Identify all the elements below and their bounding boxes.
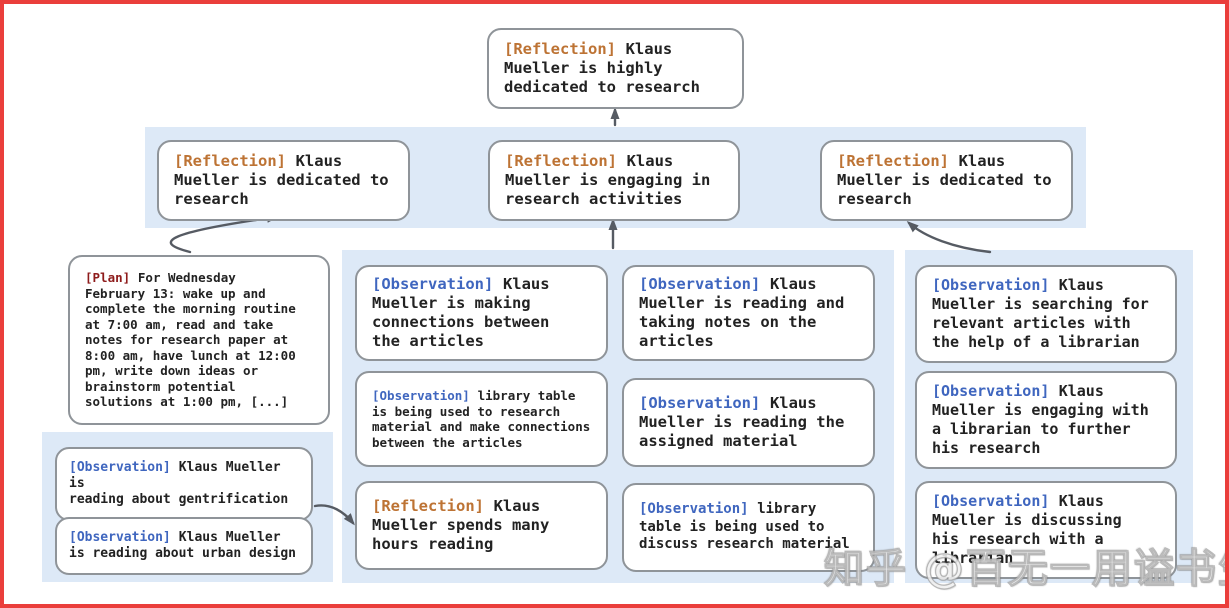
node-text: Klaus Mueller is dedicated to research — [837, 152, 1052, 208]
node-observation-b1: [Observation]Klaus Mueller is reading an… — [622, 265, 875, 361]
node-text: For Wednesday February 13: wake up and c… — [85, 270, 296, 409]
node-text: Klaus Mueller is reading about urban des… — [69, 530, 296, 561]
observation-tag: [Observation] — [639, 275, 761, 293]
node-text: Klaus Mueller is engaging with a librari… — [932, 382, 1149, 457]
node-reflection-l2a: [Reflection]Klaus Mueller is dedicated t… — [157, 140, 410, 221]
observation-tag: [Observation] — [932, 382, 1050, 400]
node-text: library table is being used to discuss r… — [639, 501, 850, 552]
node-observation-a2: [Observation]library table is being used… — [355, 371, 608, 467]
observation-tag: [Observation] — [639, 394, 761, 412]
node-text: Klaus Mueller is reading and taking note… — [639, 275, 845, 350]
node-reflection-a3: [Reflection]Klaus Mueller spends many ho… — [355, 481, 608, 570]
reflection-tag: [Reflection] — [504, 40, 616, 58]
node-plan: [Plan]For Wednesday February 13: wake up… — [68, 255, 330, 425]
node-text: Klaus Mueller is discussing his research… — [932, 492, 1122, 567]
node-observation-c3: [Observation]Klaus Mueller is discussing… — [915, 481, 1177, 579]
observation-tag: [Observation] — [69, 460, 171, 475]
node-text: Klaus Mueller is engaging in research ac… — [505, 152, 711, 208]
observation-tag: [Observation] — [932, 276, 1050, 294]
reflection-tag: [Reflection] — [505, 152, 617, 170]
node-text: Klaus Mueller is searching for relevant … — [932, 276, 1149, 351]
node-observation-gentrification: [Observation]Klaus Mueller is reading ab… — [55, 447, 313, 521]
observation-tag: [Observation] — [932, 492, 1050, 510]
reflection-tag: [Reflection] — [837, 152, 949, 170]
observation-tag: [Observation] — [69, 530, 171, 545]
reflection-tag: [Reflection] — [372, 497, 484, 515]
node-observation-c2: [Observation]Klaus Mueller is engaging w… — [915, 371, 1177, 469]
reflection-tag: [Reflection] — [174, 152, 286, 170]
node-text: Klaus Mueller spends many hours reading — [372, 497, 550, 553]
observation-tag: [Observation] — [372, 388, 470, 403]
node-text: Klaus Mueller is reading about gentrific… — [69, 460, 289, 507]
node-observation-b2: [Observation]Klaus Mueller is reading th… — [622, 378, 875, 467]
node-text: library table is being used to research … — [372, 388, 591, 450]
node-observation-b3: [Observation]library table is being used… — [622, 483, 875, 572]
node-reflection-l2c: [Reflection]Klaus Mueller is dedicated t… — [820, 140, 1073, 221]
node-text: Klaus Mueller is reading the assigned ma… — [639, 394, 845, 450]
node-text: Klaus Mueller is highly dedicated to res… — [504, 40, 700, 96]
plan-tag: [Plan] — [85, 270, 131, 285]
node-reflection-l2b: [Reflection]Klaus Mueller is engaging in… — [488, 140, 740, 221]
node-text: Klaus Mueller is making connections betw… — [372, 275, 550, 350]
node-text: Klaus Mueller is dedicated to research — [174, 152, 389, 208]
observation-tag: [Observation] — [639, 501, 749, 517]
node-observation-a1: [Observation]Klaus Mueller is making con… — [355, 265, 608, 361]
zhihu-watermark: 知乎 @百无一用谥书生 — [823, 545, 1229, 592]
node-reflection-root: [Reflection]Klaus Mueller is highly dedi… — [487, 28, 744, 109]
node-observation-c1: [Observation]Klaus Mueller is searching … — [915, 265, 1177, 363]
node-observation-urban-design: [Observation]Klaus Mueller is reading ab… — [55, 517, 313, 575]
observation-tag: [Observation] — [372, 275, 494, 293]
